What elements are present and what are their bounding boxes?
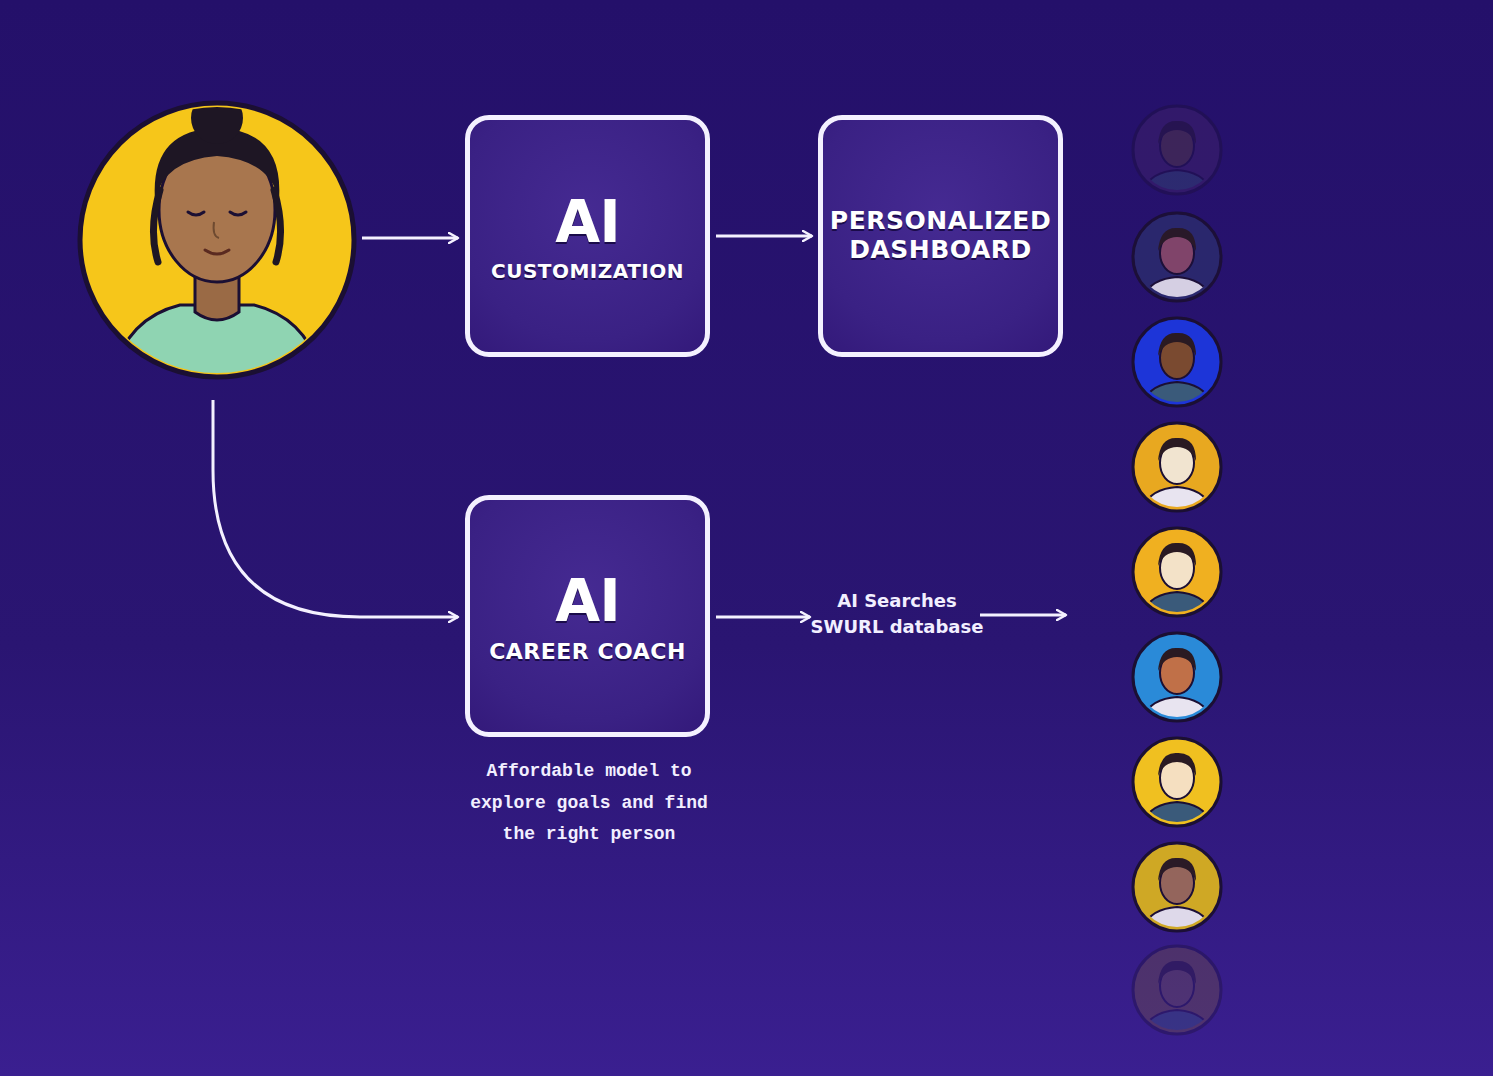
avatar-figure <box>1140 648 1214 727</box>
arrow <box>980 614 1066 617</box>
edge-note: AI Searches SWURL database <box>808 588 986 640</box>
hair <box>1158 543 1196 566</box>
avatar-figure <box>1140 438 1214 517</box>
avatar-figure <box>1140 333 1214 412</box>
avatar-figure <box>110 92 324 390</box>
person-avatar <box>1133 213 1221 307</box>
box-label: CAREER COACH <box>489 639 686 664</box>
nose <box>214 222 219 238</box>
avatar-figure <box>1140 543 1214 622</box>
person-avatar <box>1133 528 1221 622</box>
hair <box>1158 753 1196 776</box>
curls <box>153 190 280 262</box>
note-text: Affordable model to explore goals and fi… <box>470 756 708 851</box>
hair <box>1158 333 1196 356</box>
avatar-figure <box>1140 961 1214 1040</box>
box-label: CUSTOMIZATION <box>491 260 684 283</box>
shoulders <box>1140 802 1214 832</box>
person-avatar <box>1133 423 1221 517</box>
hair <box>1158 858 1196 881</box>
shoulders <box>1140 697 1214 727</box>
closed-eyes <box>188 212 246 215</box>
shoulders <box>1140 277 1214 307</box>
shoulders <box>1140 592 1214 622</box>
person-avatar <box>1133 946 1221 1040</box>
box-heading: AI <box>555 568 619 635</box>
person-avatar <box>1133 843 1221 937</box>
hair <box>1158 648 1196 671</box>
shoulders <box>1140 487 1214 517</box>
process-box: AI CUSTOMIZATION <box>465 115 710 357</box>
shoulders <box>1140 907 1214 937</box>
person-avatar <box>1133 318 1221 412</box>
shoulders <box>1140 170 1214 200</box>
hair <box>1158 438 1196 461</box>
box-heading: AI <box>555 189 619 256</box>
avatar-figure <box>1140 753 1214 832</box>
flow-arrow <box>716 235 812 238</box>
process-box: AI CAREER COACH <box>465 495 710 737</box>
arrow <box>213 400 458 617</box>
avatar-figure <box>1140 228 1214 307</box>
people-column <box>1133 106 1221 1040</box>
shoulders <box>1140 382 1214 412</box>
hair <box>1158 228 1196 251</box>
arrow <box>716 616 810 619</box>
smile <box>205 250 229 254</box>
avatar-figure <box>1140 858 1214 937</box>
hair-bun <box>191 92 243 144</box>
hair <box>1158 121 1196 144</box>
avatar-figure <box>1140 121 1214 200</box>
process-box: PERSONALIZED DASHBOARD <box>818 115 1063 357</box>
arrow <box>362 237 458 240</box>
person-avatar <box>1133 106 1221 200</box>
person-avatar <box>1133 633 1221 727</box>
person-avatar <box>1133 738 1221 832</box>
shoulders <box>1140 1010 1214 1040</box>
woman-avatar <box>80 92 354 390</box>
box-label: PERSONALIZED DASHBOARD <box>830 207 1051 265</box>
hair <box>1158 961 1196 984</box>
